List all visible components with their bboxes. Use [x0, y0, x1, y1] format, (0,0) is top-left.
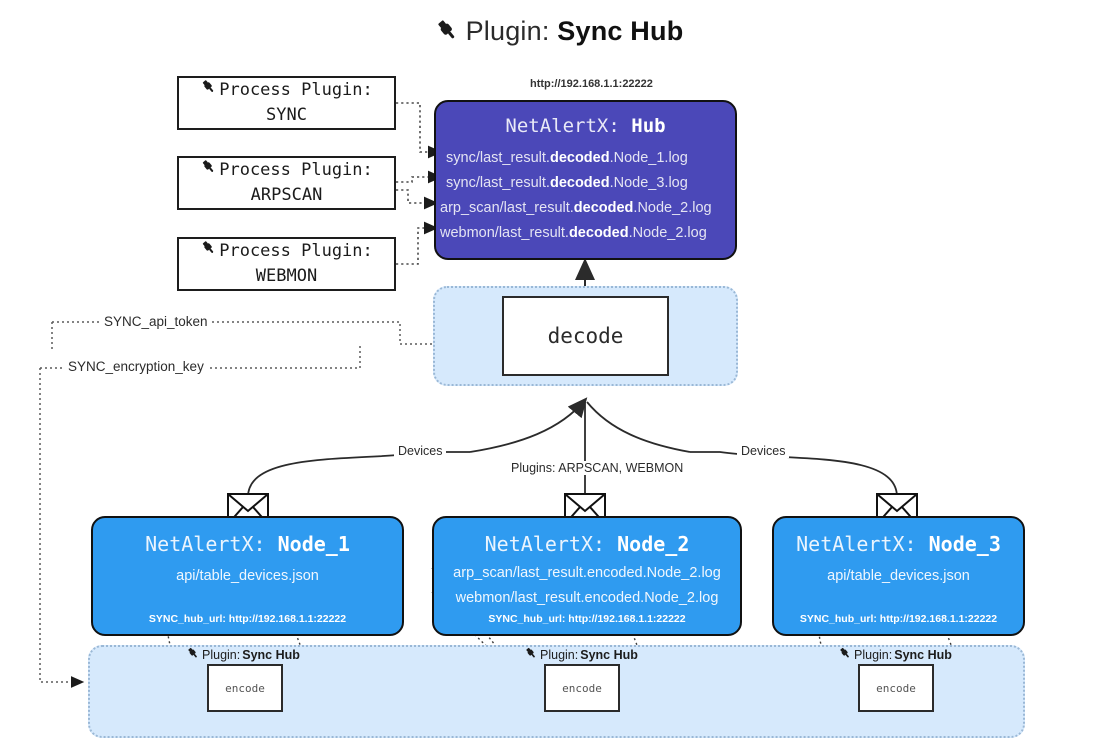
process-plugin-sync-box[interactable]: Process Plugin: SYNC: [177, 76, 396, 130]
node-resource-line: api/table_devices.json: [176, 568, 319, 584]
node-title-name: Node_2: [617, 532, 690, 556]
encode-label: encode: [225, 681, 265, 695]
encode-label: encode: [562, 681, 602, 695]
node-title-prefix: NetAlertX:: [484, 532, 606, 556]
sync-api-token-label: SYNC_api_token: [100, 314, 212, 329]
node-hub-url: SYNC_hub_url: http://192.168.1.1:22222: [148, 613, 347, 625]
node-title: NetAlertX: Node_3: [774, 532, 1023, 556]
node-3[interactable]: NetAlertX: Node_3 api/table_devices.json…: [772, 516, 1025, 636]
encoder-plugin-label-2: Plugin: Sync Hub: [524, 646, 638, 663]
encode-box-2[interactable]: encode: [544, 664, 620, 712]
hub-node[interactable]: NetAlertX: Hub sync/last_result.decoded.…: [434, 100, 737, 260]
title-prefix: Plugin:: [465, 16, 550, 46]
page-title: Plugin: Sync Hub: [0, 16, 1117, 50]
process-plugin-label: Process Plugin:: [219, 241, 373, 262]
plug-icon: [200, 78, 217, 103]
hub-title-name: Hub: [631, 115, 666, 137]
encoder-plugin-label-1: Plugin: Sync Hub: [186, 646, 300, 663]
process-plugin-name: WEBMON: [255, 266, 318, 286]
node-resource-line: webmon/last_result.encoded.Node_2.log: [455, 590, 719, 606]
node-resource-line: arp_scan/last_result.encoded.Node_2.log: [453, 565, 721, 581]
decode-box[interactable]: decode: [502, 296, 669, 376]
title-name: Sync Hub: [557, 16, 684, 46]
hub-log-line: webmon/last_result.decoded.Node_2.log: [440, 225, 707, 241]
plugin-name: Sync Hub: [242, 647, 300, 662]
node-hub-url: SYNC_hub_url: http://192.168.1.1:22222: [799, 613, 998, 625]
process-plugin-name: SYNC: [266, 105, 307, 125]
plugin-prefix: Plugin:: [540, 647, 579, 662]
process-plugin-label: Process Plugin:: [219, 80, 373, 101]
node-title-prefix: NetAlertX:: [145, 532, 266, 556]
hub-title-prefix: NetAlertX:: [505, 115, 620, 137]
node-title: NetAlertX: Node_1: [93, 532, 402, 556]
plug-icon: [200, 158, 217, 183]
hub-log-lines: sync/last_result.decoded.Node_1.log sync…: [436, 146, 735, 246]
decode-label: decode: [547, 324, 624, 348]
edge-label-devices-left: Devices: [394, 444, 447, 458]
node-title-prefix: NetAlertX:: [796, 532, 917, 556]
sync-encryption-key-label: SYNC_encryption_key: [64, 359, 208, 374]
node-resource-line: api/table_devices.json: [827, 568, 970, 584]
node-hub-url: SYNC_hub_url: http://192.168.1.1:22222: [488, 613, 686, 625]
encoder-plugin-label-3: Plugin: Sync Hub: [838, 646, 952, 663]
encode-box-1[interactable]: encode: [207, 664, 283, 712]
edge-label-devices-right: Devices: [737, 444, 790, 458]
node-2[interactable]: NetAlertX: Node_2 arp_scan/last_result.e…: [432, 516, 742, 636]
node-title-name: Node_3: [928, 532, 1001, 556]
plug-icon: [524, 646, 538, 663]
hub-log-line: arp_scan/last_result.decoded.Node_2.log: [440, 200, 712, 216]
hub-log-line: sync/last_result.decoded.Node_1.log: [446, 150, 688, 166]
plugin-prefix: Plugin:: [202, 647, 241, 662]
plug-icon: [186, 646, 200, 663]
plug-icon: [200, 239, 217, 264]
process-plugin-webmon-box[interactable]: Process Plugin: WEBMON: [177, 237, 396, 291]
node-title-name: Node_1: [277, 532, 350, 556]
hub-title: NetAlertX: Hub: [436, 115, 735, 137]
node-1[interactable]: NetAlertX: Node_1 api/table_devices.json…: [91, 516, 404, 636]
process-plugin-arpscan-box[interactable]: Process Plugin: ARPSCAN: [177, 156, 396, 210]
process-plugin-name: ARPSCAN: [250, 185, 323, 205]
encode-box-3[interactable]: encode: [858, 664, 934, 712]
hub-url-label: http://192.168.1.1:22222: [530, 78, 653, 90]
process-plugin-label: Process Plugin:: [219, 160, 373, 181]
node-title: NetAlertX: Node_2: [434, 532, 740, 556]
hub-log-line: sync/last_result.decoded.Node_3.log: [446, 175, 688, 191]
plug-icon: [434, 17, 460, 50]
encode-label: encode: [876, 681, 916, 695]
plugin-name: Sync Hub: [580, 647, 638, 662]
plug-icon: [838, 646, 852, 663]
edge-label-plugins-center: Plugins: ARPSCAN, WEBMON: [507, 461, 688, 475]
plugin-prefix: Plugin:: [854, 647, 893, 662]
plugin-name: Sync Hub: [894, 647, 952, 662]
